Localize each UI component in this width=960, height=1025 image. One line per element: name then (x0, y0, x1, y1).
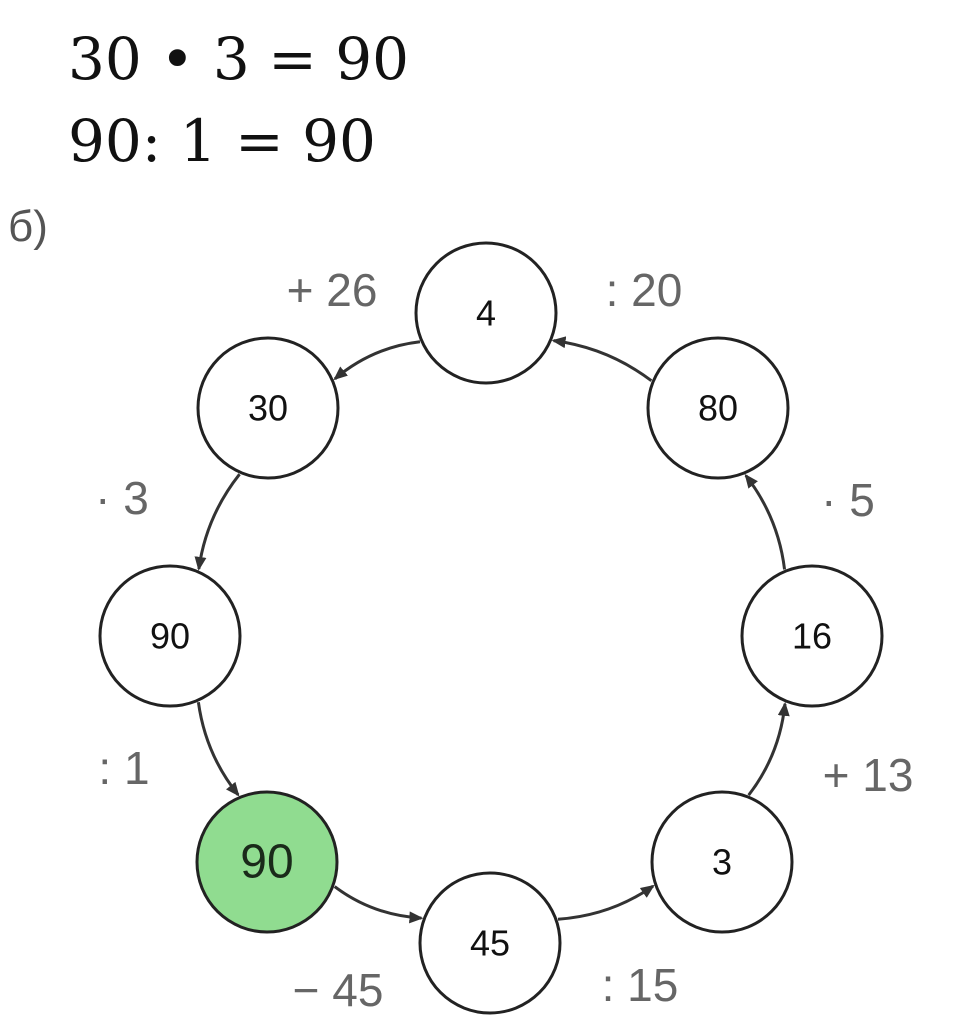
node-circle (740, 564, 884, 708)
node-circle (418, 871, 562, 1015)
highlighted-node-circle (195, 790, 339, 934)
node-circle (414, 241, 558, 385)
edge-arrow-n90a-n90b (196, 701, 240, 797)
edge-arrow-n30-n90a (194, 473, 241, 571)
node-circle (196, 336, 340, 480)
node-circle (646, 336, 790, 480)
node-value: 80 (698, 388, 738, 429)
edge-operation-label: : 20 (606, 264, 683, 316)
edge-arrow-n16-n80 (744, 473, 787, 570)
edge-arrow-n90b-n45 (333, 885, 424, 924)
edge-operation-label: : 15 (602, 959, 679, 1011)
edge-arrow-n45-n3 (557, 884, 655, 921)
edge-arrow-n3-n16 (747, 701, 790, 797)
node-value: 16 (792, 616, 832, 657)
edge-arrow-n80-n4 (551, 336, 653, 382)
node-value: 30 (248, 388, 288, 429)
edge-operation-label: · 3 (95, 472, 149, 524)
node-value: 90 (240, 836, 293, 889)
node-value: 3 (712, 842, 732, 883)
edge-operation-label: − 45 (293, 964, 384, 1016)
equation-line-1: 30 • 3 = 90 (68, 25, 410, 93)
node-value: 45 (470, 923, 510, 964)
equation-line-2: 90: 1 = 90 (68, 107, 376, 175)
edge-operation-label: : 1 (98, 742, 149, 794)
node-value: 90 (150, 616, 190, 657)
edge-arrow-n4-n30 (333, 340, 421, 381)
edge-operation-label: + 13 (823, 749, 914, 801)
edge-operation-label: · 5 (821, 474, 875, 526)
node-circle (98, 564, 242, 708)
node-circle (650, 790, 794, 934)
part-label: б) (8, 202, 48, 251)
node-value: 4 (476, 293, 496, 334)
edge-operation-label: + 26 (287, 264, 378, 316)
